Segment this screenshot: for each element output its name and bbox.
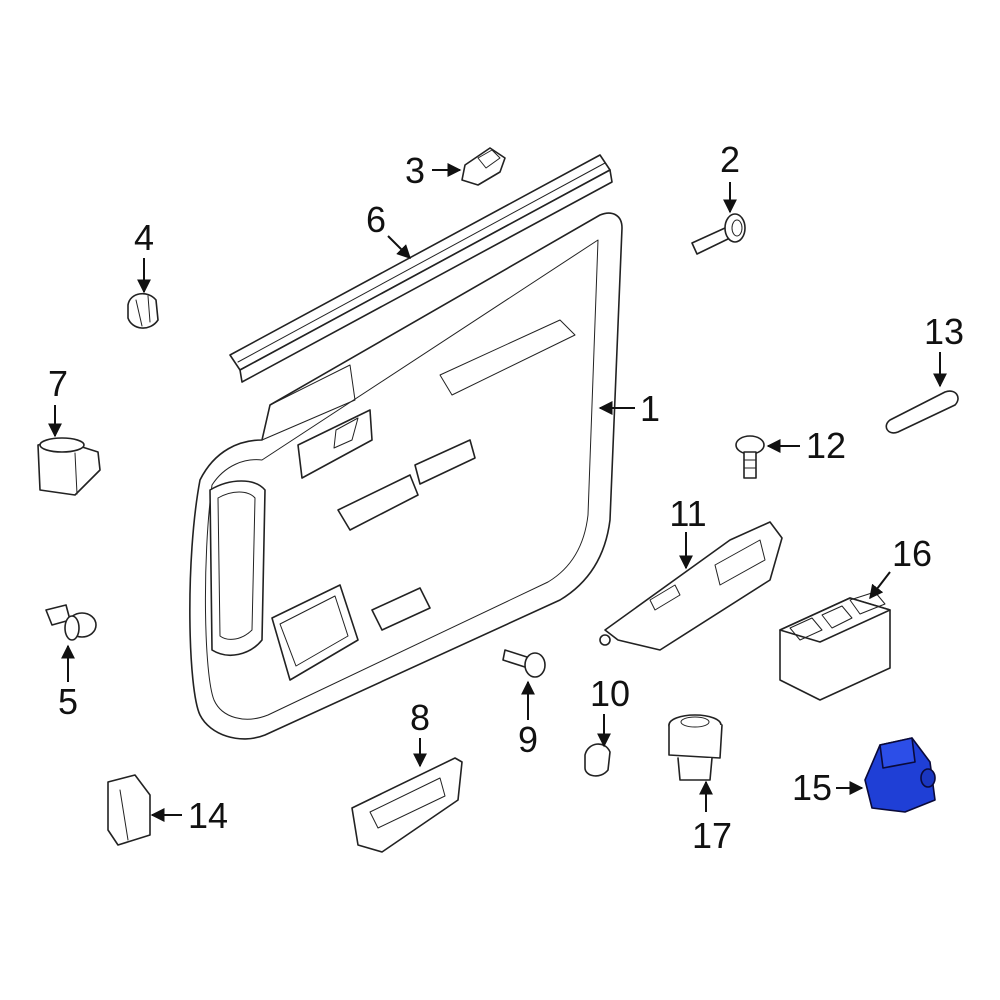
- callout-16: 16: [892, 533, 932, 574]
- switch-module[interactable]: [668, 714, 723, 781]
- callout-6: 6: [366, 199, 386, 240]
- switch-bezel[interactable]: [599, 521, 783, 651]
- callout-9: 9: [518, 719, 538, 760]
- cover-cap[interactable]: [584, 743, 611, 777]
- callout-4: 4: [134, 217, 154, 258]
- callout-10: 10: [590, 673, 630, 714]
- retainer-clip[interactable]: [45, 604, 97, 641]
- callout-labels: 1 2 3 4 5 6 7 8 9 10 11 12 13 14 15 16 1…: [48, 139, 964, 856]
- callout-13: 13: [924, 311, 964, 352]
- highlighted-switch[interactable]: [864, 737, 936, 813]
- callout-15: 15: [792, 767, 832, 808]
- bolt[interactable]: [691, 213, 746, 255]
- callout-7: 7: [48, 363, 68, 404]
- callout-11: 11: [669, 493, 706, 534]
- screw[interactable]: [735, 435, 765, 479]
- callout-8: 8: [410, 697, 430, 738]
- belt-weatherstrip[interactable]: [229, 154, 613, 383]
- door-trim-panel[interactable]: [189, 212, 623, 740]
- callout-3: 3: [405, 150, 425, 191]
- callout-14: 14: [188, 795, 228, 836]
- callout-2: 2: [720, 139, 740, 180]
- handle-housing[interactable]: [351, 757, 463, 853]
- leader-lines: [48, 163, 947, 822]
- push-clip[interactable]: [127, 292, 159, 329]
- pad[interactable]: [885, 390, 959, 434]
- trim-clip[interactable]: [461, 147, 506, 186]
- callout-1: 1: [640, 388, 660, 429]
- window-switch[interactable]: [779, 591, 891, 701]
- mounting-bolt[interactable]: [502, 649, 546, 678]
- connector[interactable]: [107, 774, 151, 846]
- callout-17: 17: [692, 815, 732, 856]
- callout-12: 12: [806, 425, 846, 466]
- callout-5: 5: [58, 681, 78, 722]
- bracket[interactable]: [37, 437, 101, 496]
